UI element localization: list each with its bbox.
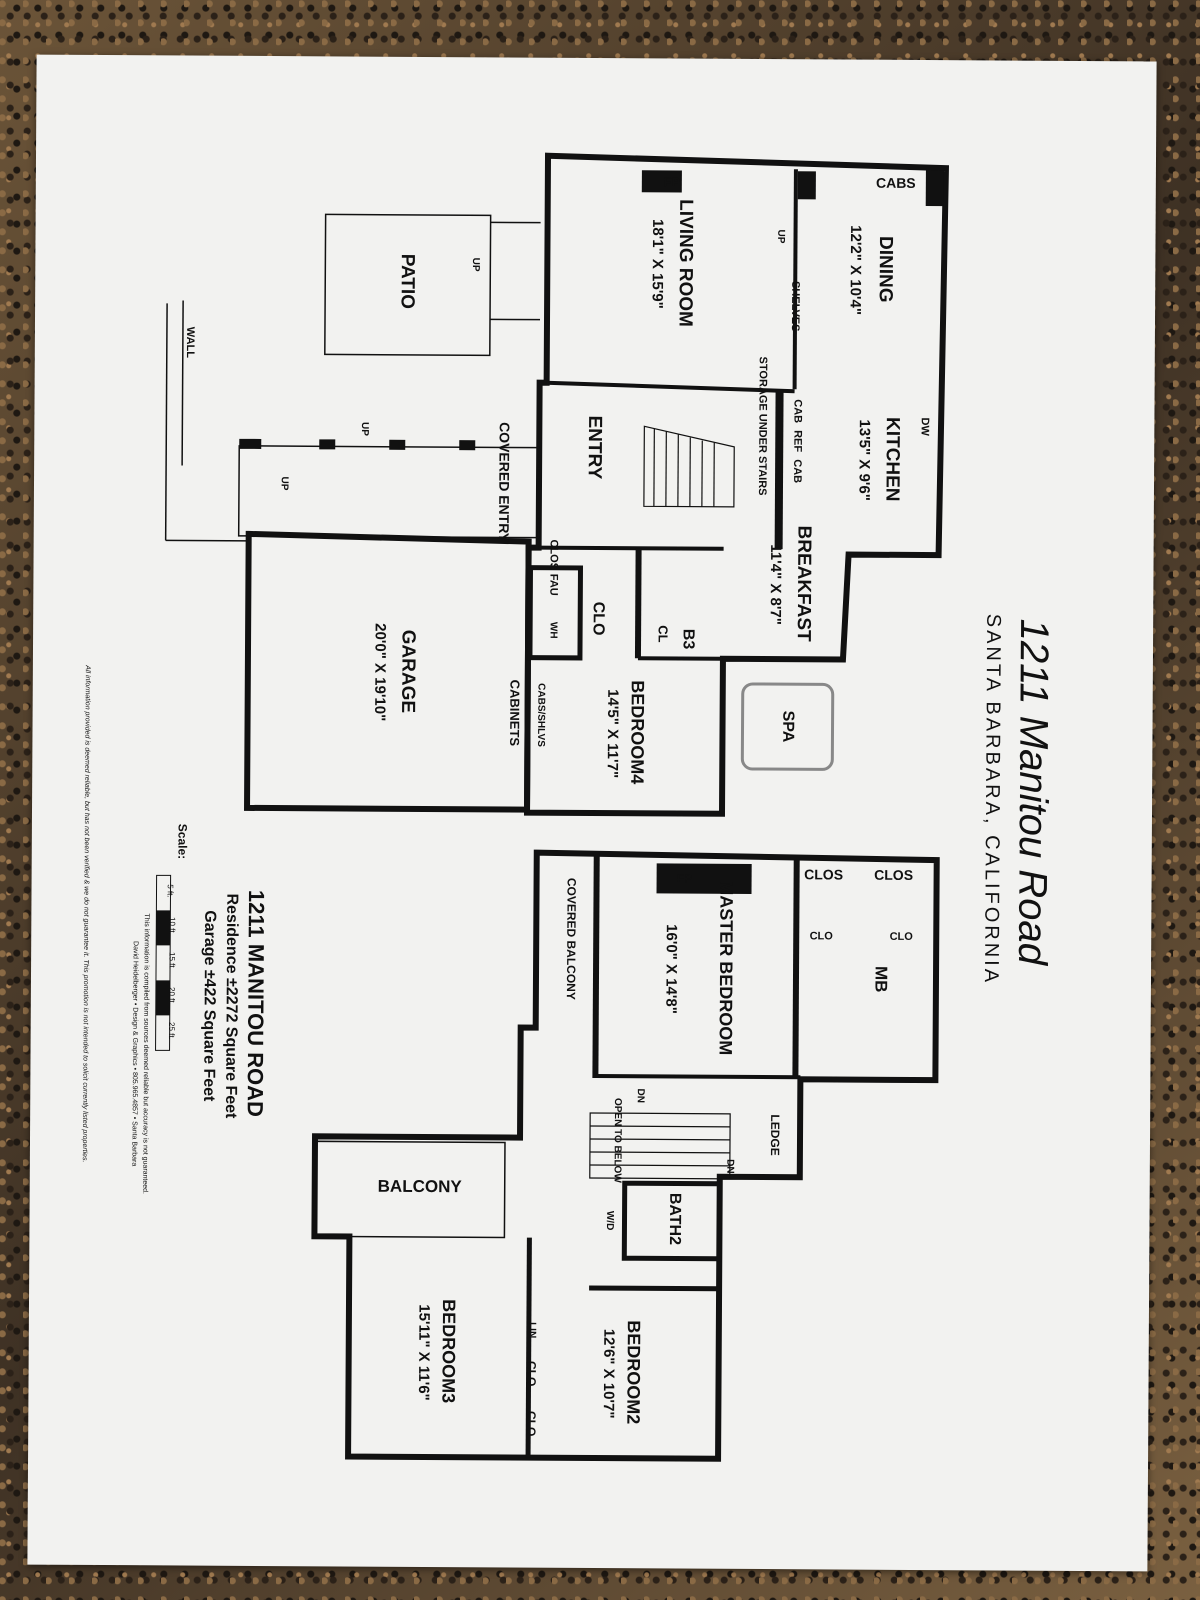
scale-bar: Scale: 5 ft. 10 ft. 15 ft. 20 ft. 25 ft. [155,824,190,1051]
label-clos: CLOS [547,539,559,570]
floor-plan-flyer: DINING 12'2" X 10'4" KITCHEN 13'5" X 9'6… [27,54,1157,1572]
room-entry: ENTRY [584,415,605,479]
upper-floor [311,849,940,1462]
info-address: 1211 MANITOU ROAD [243,890,269,1117]
scale-tick-25: 25 ft. [167,1022,176,1040]
room-bedroom4-size: 14'5" X 11'7" [604,689,622,778]
room-bedroom2: BEDROOM2 [623,1320,644,1424]
scale-tick-20: 20 ft. [167,987,176,1005]
upper-floor-labels: MASTER BEDROOM 16'0" X 14'8" COVERED BAL… [378,866,914,1436]
room-garage-size: 20'0" X 19'10" [371,623,389,721]
room-dining-size: 12'2" X 10'4" [847,225,865,315]
label-cab-2: CAB [791,459,803,483]
room-living: LIVING ROOM [674,199,696,327]
room-covered-balcony: COVERED BALCONY [564,878,579,1000]
room-dining: DINING [875,236,896,303]
label-storage: STORAGE UNDER STAIRS [756,357,769,496]
room-bedroom3-size: 15'11" X 11'6" [415,1304,433,1401]
label-wh: WH [548,622,559,639]
label-lin: LIN [526,1322,537,1338]
label-clos-a: CLOS [804,866,843,882]
label-dw: DW [919,418,931,437]
label-cab: CAB [791,399,803,423]
room-living-size: 18'1" X 15'9" [649,219,667,309]
label-open-below: OPEN TO BELOW [612,1098,624,1183]
label-fp: FP [663,174,680,189]
room-kitchen: KITCHEN [881,417,903,502]
room-bath2: BATH2 [666,1193,683,1245]
label-shelves: SHELVES [789,281,801,332]
label-fau: FAU [547,574,559,596]
scale-tick-15: 15 ft. [167,952,176,970]
room-bedroom2-size: 12'6" X 10'7" [600,1329,618,1419]
label-clo-d: CLO [524,1411,538,1436]
room-covered-entry: COVERED ENTRY [496,422,513,543]
label-ref: REF [791,430,803,452]
scale-tick-10: 10 ft. [168,917,177,935]
label-cabinets: CABINETS [507,680,522,747]
room-bedroom3: BEDROOM3 [438,1299,459,1403]
room-breakfast: BREAKFAST [793,525,815,642]
info-garage: Garage ±422 Square Feet [200,910,218,1102]
label-dn-2: DN [724,1159,735,1174]
room-breakfast-size: 11'4" X 8'7" [767,544,784,625]
info-block: 1211 MANITOU ROAD Residence ±2272 Square… [81,664,269,1194]
label-wall: WALL [184,327,196,359]
info-residence: Residence ±2272 Square Feet [222,893,240,1119]
label-dn-1: DN [635,1089,646,1104]
floor-plan-drawing: DINING 12'2" X 10'4" KITCHEN 13'5" X 9'6… [81,152,1056,1462]
label-up-1: UP [775,229,786,243]
ground-floor [164,152,950,817]
room-bedroom4: BEDROOM4 [627,680,648,784]
label-cabs: CABS [876,175,916,191]
location: SANTA BARBARA, CALIFORNIA [980,614,1004,986]
label-wd: W/D [604,1211,615,1231]
label-cabs-shlvs: CABS/SHLVS [535,683,546,747]
room-patio: PATIO [397,254,418,309]
ground-floor-labels: DINING 12'2" X 10'4" KITCHEN 13'5" X 9'6… [184,174,931,784]
label-clo: CLO [590,602,607,636]
label-up-4: UP [279,476,290,490]
label-ledge: LEDGE [768,1114,782,1155]
disclaimer: All information provided is deemed relia… [81,664,91,1162]
room-kitchen-size: 13'5" X 9'6" [855,419,872,501]
info-credit-2: David Heidelberger • Design & Graphics •… [130,941,138,1166]
script-title: 1211 Manitou Road [1010,619,1056,967]
scale-label: Scale: [175,824,189,859]
room-garage: GARAGE [397,630,419,714]
room-balcony: BALCONY [378,1177,463,1197]
label-up-2: UP [470,258,481,272]
room-master: MASTER BEDROOM [716,880,737,1055]
room-spa: SPA [779,711,796,743]
info-credit-1: This information is compiled from source… [141,913,150,1194]
room-b3: B3 [680,629,697,650]
label-up-3: UP [359,422,370,436]
label-fp-2: FP [677,872,692,886]
label-clo-b: CLO [890,931,914,943]
label-clos-b: CLOS [874,867,913,883]
label-clo-a: CLO [810,930,834,942]
room-master-size: 16'0" X 14'8" [662,924,680,1014]
label-clo-c: CLO [524,1361,538,1386]
scale-tick-5: 5 ft. [166,884,175,897]
label-cl: CL [656,625,671,642]
room-mb: MB [871,966,890,993]
title-block: 1211 Manitou Road SANTA BARBARA, CALIFOR… [980,614,1056,986]
